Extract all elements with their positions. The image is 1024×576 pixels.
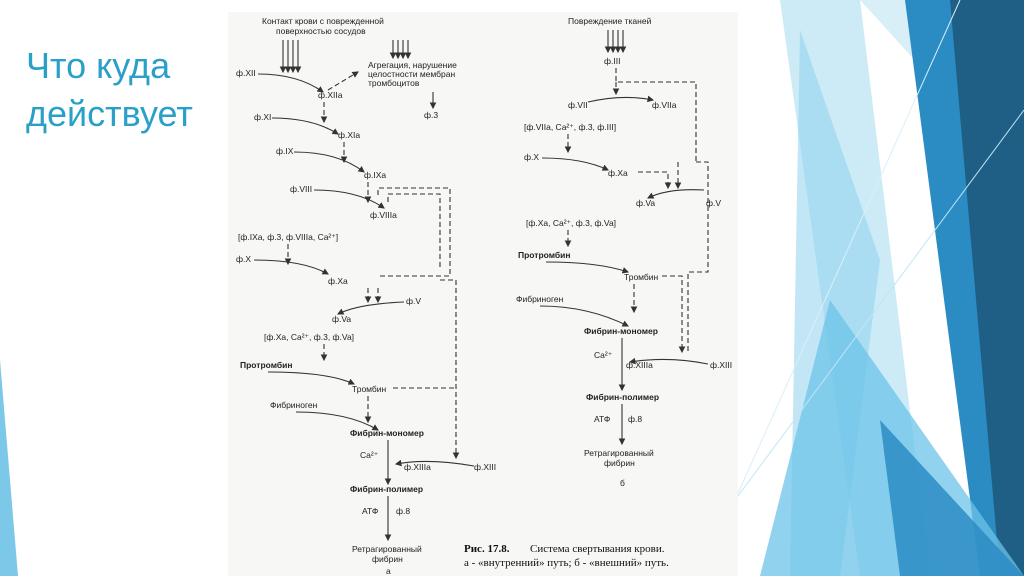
b-retracted-line2: фибрин [604,458,635,468]
b-input-arrows [604,30,627,54]
b-ca: Ca²⁺ [594,350,613,360]
b-retracted-line1: Ретрагированный [584,448,654,458]
a-atp: АТФ [362,506,378,516]
a-complex1: [ф.IXa, ф.3, ф.VIIIa, Ca²⁺] [238,232,338,242]
caption-line2: а - «внутренний» путь; б - «внешний» пут… [464,557,669,569]
slide-title: Что куда действует [26,42,193,138]
a-platelet-line3: тромбоцитов [368,78,420,88]
b-fVIIa: ф.VIIa [652,100,677,110]
b-fIII: ф.III [604,56,620,66]
b-fV: ф.V [706,198,721,208]
a-f8: ф.8 [396,506,410,516]
b-fibrinogen: Фибриноген [516,294,564,304]
a-fVIII: ф.VIII [290,184,312,194]
a-fXIIIa: ф.XIIIa [404,462,431,472]
a-complex2: [ф.Xa, Ca²⁺, ф.3, ф.Va] [264,332,354,342]
a-platelet-line1: Агрегация, нарушение [368,60,457,70]
b-header: Повреждение тканей [568,16,652,26]
b-thrombin: Тромбин [624,272,659,282]
b-fXIII: ф.XIII [710,360,732,370]
a-fXII: ф.XII [236,68,256,78]
slide-title-line1: Что куда [26,45,171,86]
b-monomer: Фибрин-мономер [584,326,658,336]
a-input-arrows [279,40,412,74]
coagulation-diagram: Контакт крови с поврежденной поверхность… [228,12,738,576]
a-fVIIIa: ф.VIIIa [370,210,397,220]
a-fXIIa: ф.XIIa [318,90,343,100]
a-header-line2: поверхностью сосудов [276,26,366,36]
a-f3: ф.3 [424,110,438,120]
a-fV: ф.V [406,296,421,306]
b-prothrombin: Протромбин [518,250,571,260]
b-fVa: ф.Va [636,198,655,208]
b-fXIIIa: ф.XIIIa [626,360,653,370]
a-monomer: Фибрин-мономер [350,428,424,438]
a-platelet-line2: целостности мембран [368,69,455,79]
caption-fig: Рис. 17.8. [464,543,510,555]
coagulation-diagram-svg: Контакт крови с поврежденной поверхность… [236,16,732,576]
b-fVII: ф.VII [568,100,588,110]
a-fVa: ф.Va [332,314,351,324]
b-polymer: Фибрин-полимер [586,392,659,402]
a-fXI: ф.XI [254,112,271,122]
caption-line1: Система свертывания крови. [530,543,665,555]
slide-title-line2: действует [26,93,193,134]
a-ca: Ca²⁺ [360,450,379,460]
b-complex1: [ф.VIIa, Ca²⁺, ф.3, ф.III] [524,122,616,132]
a-header-line1: Контакт крови с поврежденной [262,16,384,26]
b-atp: АТФ [594,414,610,424]
a-prothrombin: Протромбин [240,360,293,370]
a-thrombin: Тромбин [352,384,387,394]
b-f8: ф.8 [628,414,642,424]
a-fXIa: ф.XIa [338,130,360,140]
a-fibrinogen: Фибриноген [270,400,318,410]
a-polymer: Фибрин-полимер [350,484,423,494]
a-fIX: ф.IX [276,146,294,156]
a-fX: ф.X [236,254,251,264]
a-retracted-line1: Ретрагированный [352,544,422,554]
a-letter: а [386,566,391,576]
a-fIXa: ф.IXa [364,170,386,180]
a-fXa: ф.Xa [328,276,348,286]
b-fX: ф.X [524,152,539,162]
a-retracted-line2: фибрин [372,554,403,564]
b-complex2: [ф.Xa, Ca²⁺, ф.3, ф.Va] [526,218,616,228]
b-letter: б [620,478,625,488]
b-fXa: ф.Xa [608,168,628,178]
a-fXIII: ф.XIII [474,462,496,472]
